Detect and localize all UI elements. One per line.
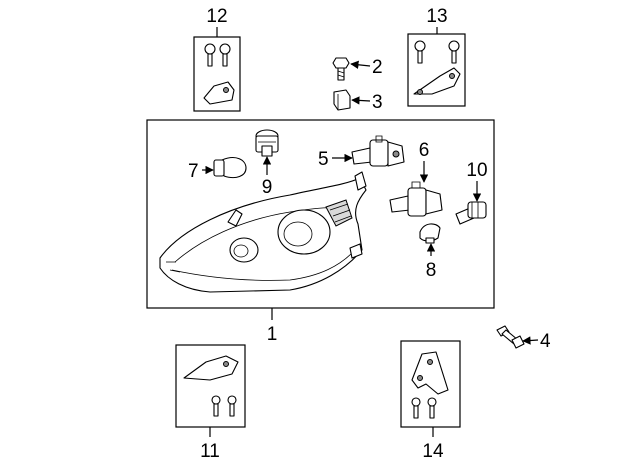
- callout-7: 7: [188, 161, 199, 182]
- callout-2: 2: [372, 57, 383, 78]
- callout-1: 1: [267, 324, 278, 345]
- callout-8: 8: [426, 260, 437, 281]
- bulb-8-icon: [419, 223, 441, 244]
- callout-9: 9: [262, 177, 273, 198]
- kit-11-box: [175, 344, 246, 428]
- kit-14-parts-icon: [411, 351, 449, 419]
- screw-4-icon: [496, 325, 525, 349]
- headlamp-assembly-box: [146, 119, 495, 309]
- bulb-6-icon: [389, 181, 443, 217]
- bulb-5-icon: [351, 135, 405, 167]
- socket-9-icon: [255, 129, 279, 157]
- kit-11-parts-icon: [183, 355, 239, 417]
- bulb-7-icon: [213, 157, 247, 179]
- kit-13-parts-icon: [413, 40, 461, 95]
- bolt-2-icon: [332, 57, 350, 81]
- callout-6: 6: [419, 140, 430, 161]
- callout-14: 14: [422, 441, 444, 462]
- kit-12-parts-icon: [203, 43, 235, 105]
- callout-4: 4: [540, 331, 551, 352]
- leader-lines: [202, 27, 539, 437]
- headlamp-housing: [159, 171, 367, 293]
- callout-5: 5: [318, 149, 329, 170]
- callout-3: 3: [372, 92, 383, 113]
- callout-12: 12: [206, 6, 227, 27]
- kit-14-box: [400, 340, 461, 428]
- callout-11: 11: [200, 441, 220, 462]
- callout-10: 10: [466, 160, 487, 181]
- bulb-10-icon: [455, 201, 487, 225]
- nut-3-icon: [333, 89, 351, 111]
- callout-13: 13: [426, 6, 447, 27]
